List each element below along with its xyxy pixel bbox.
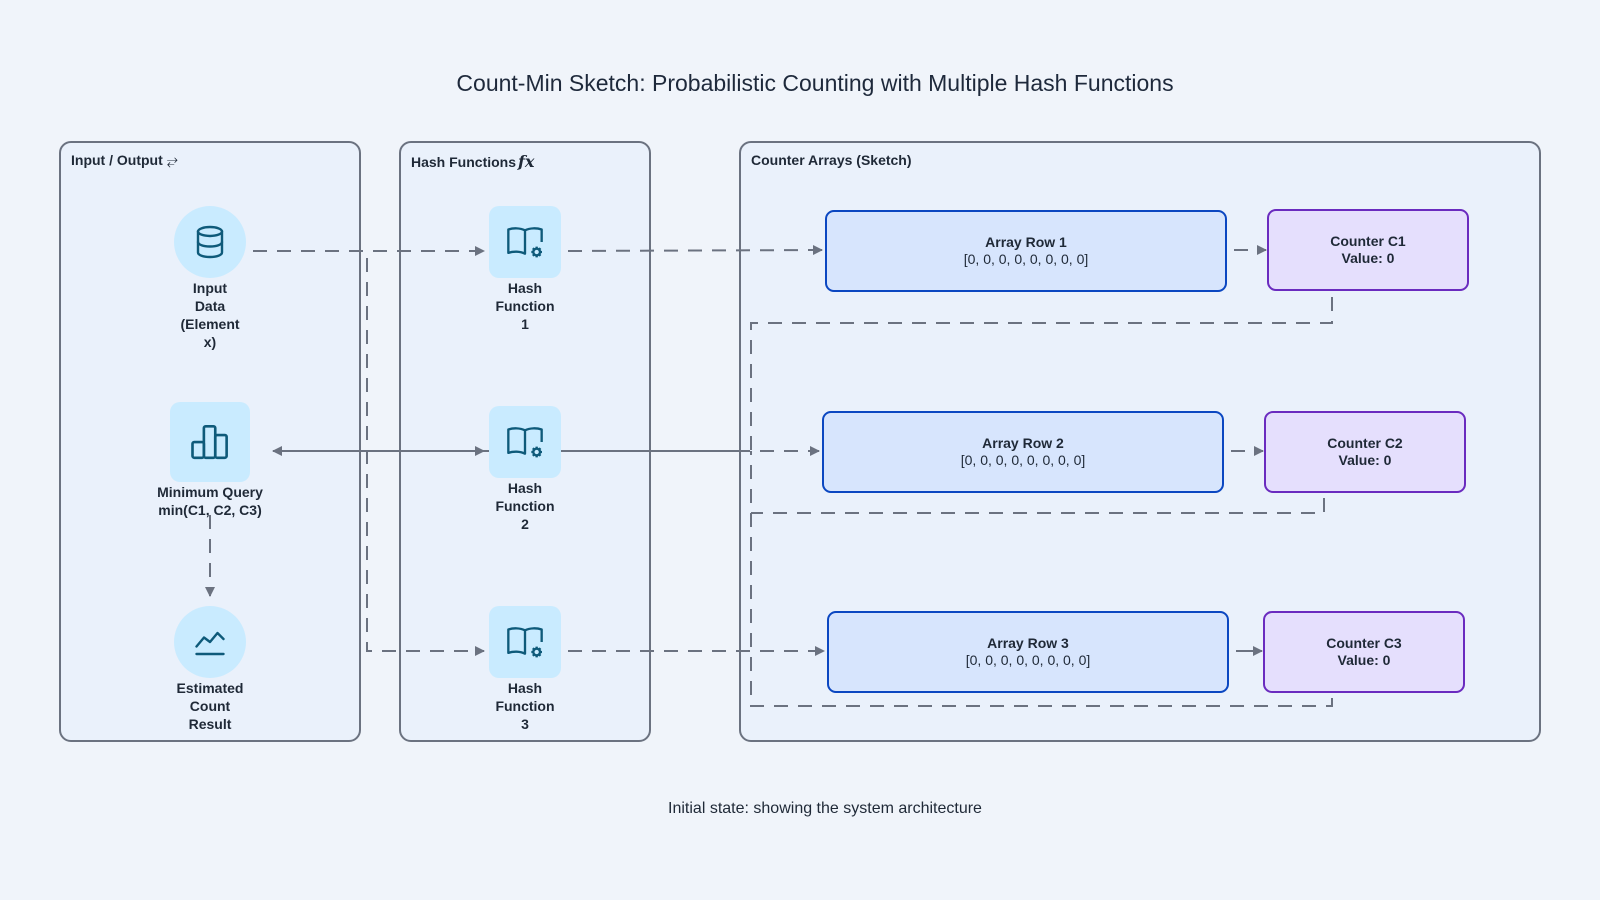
book-gear-icon bbox=[507, 627, 543, 658]
status-caption: Initial state: showing the system archit… bbox=[668, 800, 982, 817]
minimum-query-label: Minimum Query min(C1, C2, C3) bbox=[157, 484, 263, 518]
book-gear-icon bbox=[507, 427, 543, 458]
hash-function-2-node[interactable] bbox=[489, 406, 561, 478]
array-row-3[interactable]: Array Row 3 [0, 0, 0, 0, 0, 0, 0, 0] bbox=[827, 611, 1229, 693]
hash-function-1-label: Hash Function 1 bbox=[495, 280, 555, 332]
line-chart-icon bbox=[195, 631, 225, 656]
estimated-count-label: Estimated Count Result bbox=[176, 680, 244, 732]
database-icon bbox=[196, 225, 224, 259]
array-row-1[interactable]: Array Row 1 [0, 0, 0, 0, 0, 0, 0, 0] bbox=[825, 210, 1227, 292]
counter-c3[interactable]: Counter C3 Value: 0 bbox=[1263, 611, 1465, 693]
array-row-2[interactable]: Array Row 2 [0, 0, 0, 0, 0, 0, 0, 0] bbox=[822, 411, 1224, 493]
function-fx-icon: fx bbox=[518, 152, 535, 171]
hash-function-3-label: Hash Function 3 bbox=[495, 680, 555, 732]
input-data-label: Input Data (Element x) bbox=[180, 280, 240, 350]
hash-function-3-node[interactable] bbox=[489, 606, 561, 678]
group-input-output-label: Input / Output bbox=[71, 152, 163, 168]
input-data-node[interactable] bbox=[174, 206, 246, 278]
group-hash-functions-label: Hash Functions bbox=[411, 154, 517, 170]
bar-chart-icon bbox=[191, 424, 228, 460]
counter-c1[interactable]: Counter C1 Value: 0 bbox=[1267, 209, 1469, 291]
hash-function-2-label: Hash Function 2 bbox=[495, 480, 555, 532]
diagram-title: Count-Min Sketch: Probabilistic Counting… bbox=[456, 70, 1174, 96]
arrows-exchange-icon: ⥂ bbox=[166, 152, 178, 168]
hash-function-1-node[interactable] bbox=[489, 206, 561, 278]
minimum-query-node[interactable] bbox=[170, 402, 250, 482]
estimated-count-node[interactable] bbox=[174, 606, 246, 678]
group-counter-arrays-label: Counter Arrays (Sketch) bbox=[751, 152, 912, 168]
book-gear-icon bbox=[507, 227, 543, 258]
counter-c2[interactable]: Counter C2 Value: 0 bbox=[1264, 411, 1466, 493]
